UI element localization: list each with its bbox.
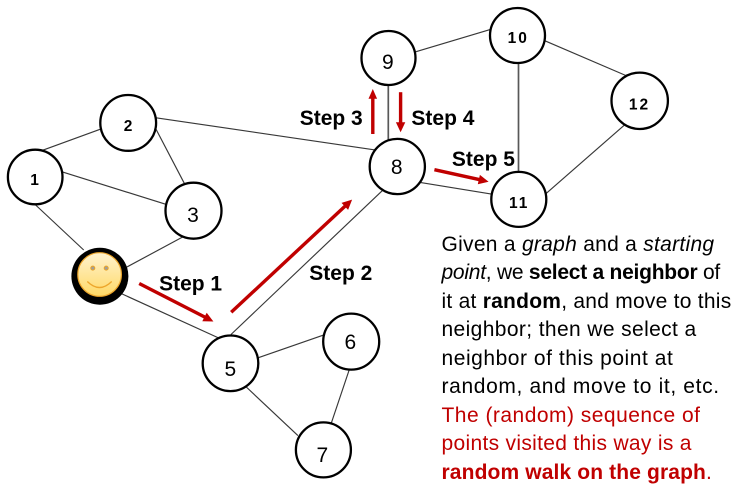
svg-text:12: 12 [629,97,650,114]
svg-text:Step 1: Step 1 [159,273,222,296]
svg-text:9: 9 [382,51,394,74]
svg-text:2: 2 [124,118,133,135]
svg-text:7: 7 [316,444,328,467]
svg-text:3: 3 [187,204,199,227]
svg-text:8: 8 [391,156,403,179]
svg-text:Step 4: Step 4 [411,107,474,130]
svg-text:10: 10 [508,30,529,47]
svg-text:11: 11 [509,195,529,212]
svg-text:1: 1 [30,172,39,189]
svg-text:Step 2: Step 2 [309,262,372,285]
svg-text:6: 6 [344,331,356,354]
svg-text:Step 3: Step 3 [300,107,363,130]
svg-text:5: 5 [224,358,236,381]
svg-text:Step 5: Step 5 [452,148,515,171]
